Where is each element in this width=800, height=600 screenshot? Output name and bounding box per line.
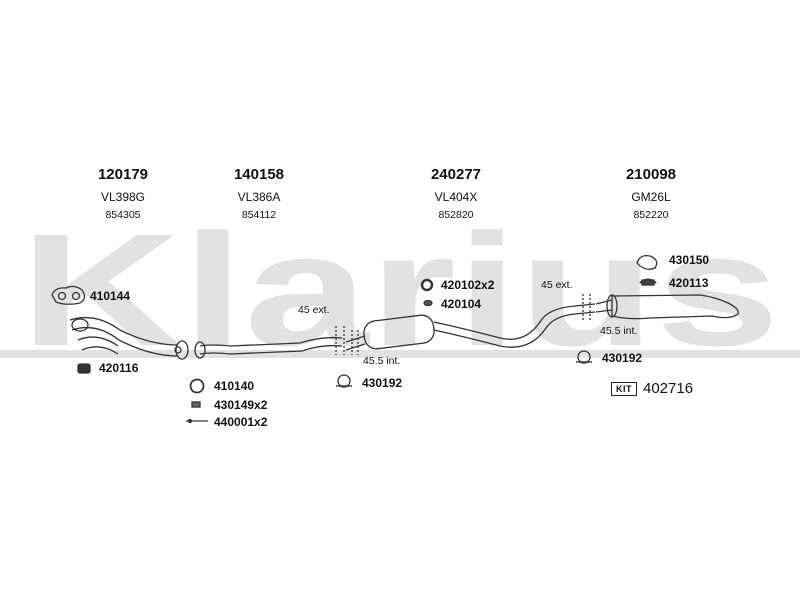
part-ref: 854305 [105, 209, 141, 221]
clamp-430192-drawing [336, 374, 352, 388]
mount-420116-drawing [77, 363, 91, 374]
clamp-430150-drawing [636, 255, 658, 270]
label-410140: 410140 [214, 379, 255, 393]
header-120179: 120179 VL398G 854305 [63, 166, 183, 221]
intermediate-pipe-drawing [194, 326, 345, 359]
gasket-410144-drawing [51, 285, 86, 305]
header-140158: 140158 VL386A 854112 [199, 166, 319, 221]
clamp-430192-rear-drawing [576, 350, 592, 364]
label-440001: 440001x2 [214, 415, 268, 429]
label-410144: 410144 [90, 289, 131, 303]
rear-silencer-drawing [582, 294, 739, 322]
part-number: 140158 [233, 166, 285, 183]
watermark-bar [0, 350, 800, 358]
label-420104: 420104 [441, 297, 482, 311]
part-code: VL404X [434, 190, 478, 204]
part-code: VL398G [100, 190, 146, 204]
mount-420113-drawing [639, 278, 657, 286]
label-430150: 430150 [669, 253, 710, 267]
part-ref: 854112 [241, 209, 277, 221]
gasket-410140-drawing [189, 378, 205, 394]
label-420116: 420116 [99, 361, 139, 375]
label-430192-rear: 430192 [602, 351, 643, 365]
header-240277: 240277 VL404X 852820 [396, 166, 516, 221]
measurement-45-5-int-rear: 45.5 int. [600, 325, 638, 337]
center-silencer-drawing [345, 303, 596, 355]
kit-number: 402716 [643, 380, 694, 397]
header-210098: 210098 GM26L 852220 [591, 166, 711, 221]
part-code: VL386A [237, 190, 281, 204]
kit-label: KIT 402716 [611, 380, 693, 397]
measurement-45-5-int-front: 45.5 int. [363, 355, 401, 367]
rubber-420104-drawing [423, 299, 433, 307]
label-420113: 420113 [669, 276, 709, 290]
front-downpipe-drawing [69, 316, 189, 360]
part-number: 210098 [625, 166, 677, 183]
part-ref: 852220 [633, 209, 669, 221]
part-number: 240277 [430, 166, 482, 183]
bolt-430149-drawing [191, 401, 201, 408]
measurement-45-ext-rear: 45 ext. [541, 279, 573, 291]
kit-badge: KIT [611, 381, 637, 396]
label-420102: 420102x2 [441, 278, 495, 292]
part-ref: 852820 [438, 209, 474, 221]
spring-440001-drawing [186, 418, 208, 424]
label-430192-middle: 430192 [362, 376, 403, 390]
part-code: GM26L [631, 190, 671, 204]
label-430149: 430149x2 [214, 398, 268, 412]
measurement-45-ext-front: 45 ext. [298, 304, 330, 316]
ring-420102-drawing [420, 278, 434, 292]
part-number: 120179 [97, 166, 149, 183]
watermark-text: Klarius [20, 200, 780, 379]
